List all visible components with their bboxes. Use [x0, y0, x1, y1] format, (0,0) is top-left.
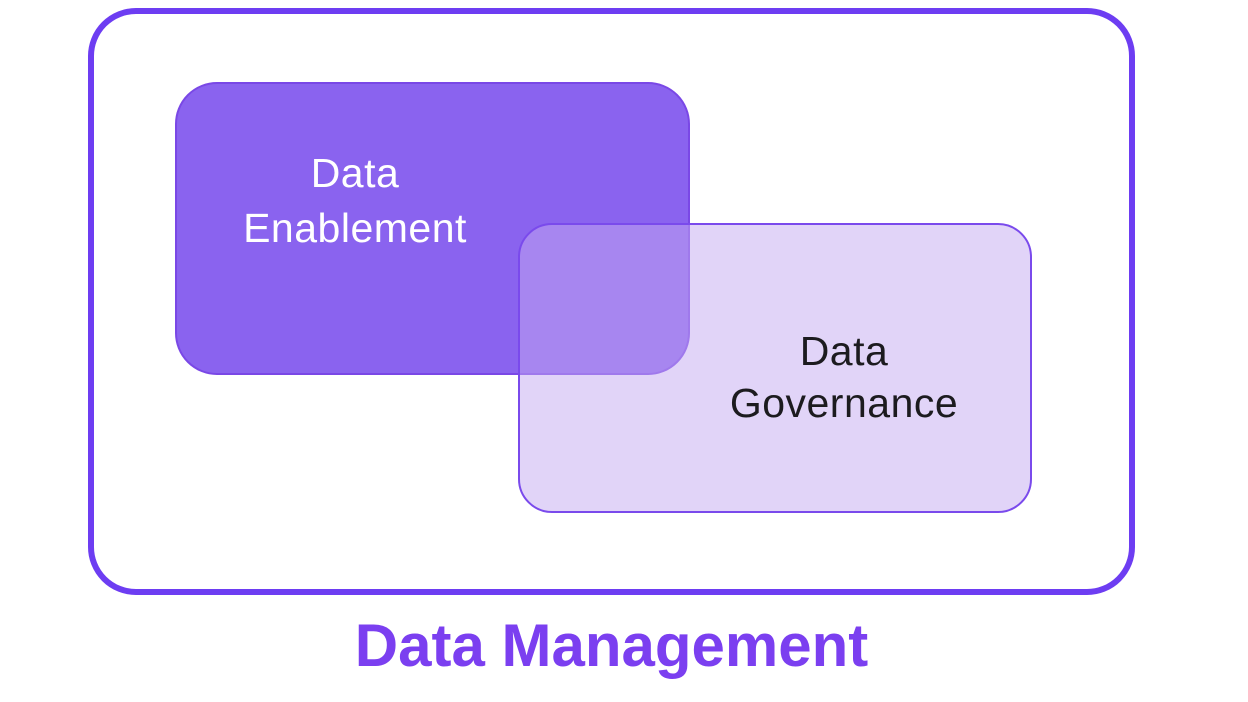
- diagram-title: Data Management: [354, 612, 869, 679]
- data-governance-set: Data Governance: [518, 223, 1032, 513]
- data-governance-label: Data Governance: [624, 325, 1064, 429]
- data-governance-label-line1: Data: [799, 328, 889, 374]
- data-enablement-label: Data Enablement: [185, 146, 525, 256]
- data-governance-label-line2: Governance: [729, 380, 959, 426]
- data-enablement-set: Data Enablement: [175, 82, 690, 375]
- data-enablement-label-line2: Enablement: [243, 205, 467, 251]
- data-enablement-label-line1: Data: [310, 150, 400, 196]
